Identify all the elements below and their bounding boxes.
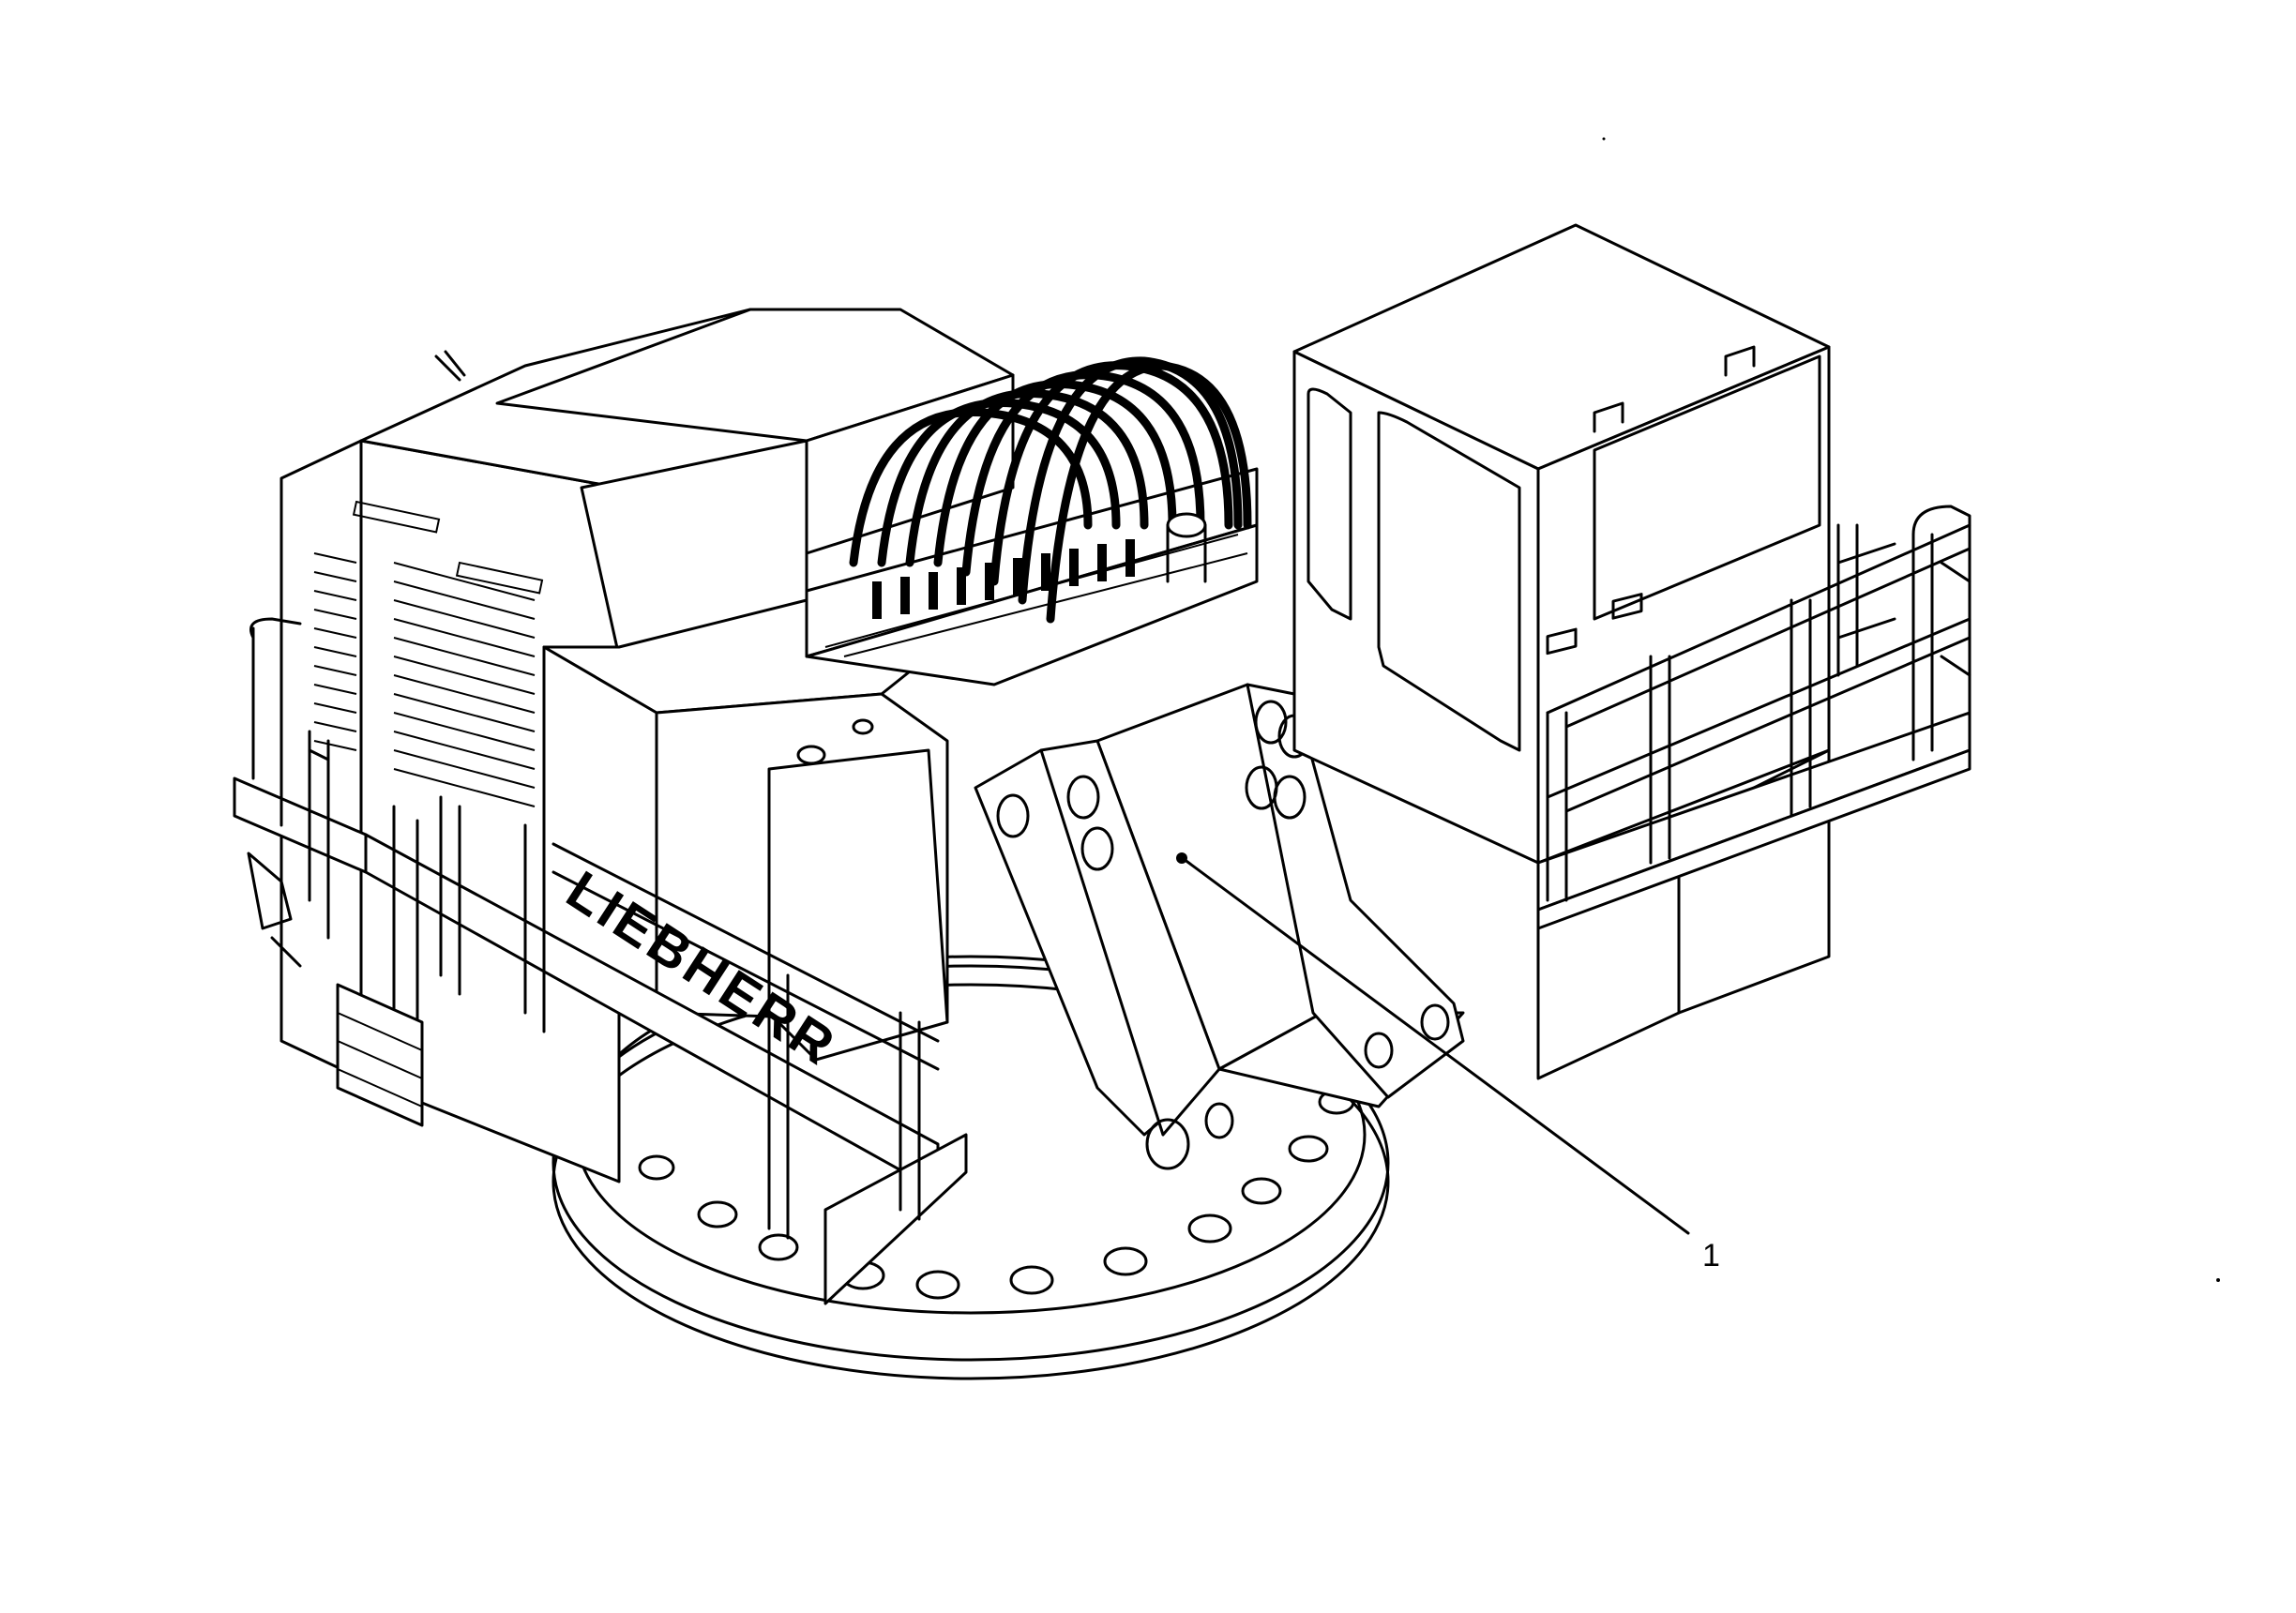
scan-speck	[1602, 137, 1606, 141]
scan-speck	[2216, 1278, 2220, 1282]
right-walkway-railing	[1536, 505, 1971, 930]
callout-label: 1	[1702, 1238, 1720, 1274]
boom-mounting-brackets	[974, 683, 1465, 1170]
hydraulic-hoses	[849, 356, 1252, 624]
operator-cab	[1292, 223, 1831, 1080]
engine-housing	[279, 308, 1015, 1183]
left-walkway-railing	[233, 608, 968, 1305]
cooling-grille	[313, 552, 536, 807]
hydraulic-valve-block	[805, 356, 1259, 686]
callout-1: 1	[1182, 857, 1720, 1274]
valve-fittings	[872, 539, 1135, 619]
callout-leader-line	[1182, 857, 1690, 1235]
